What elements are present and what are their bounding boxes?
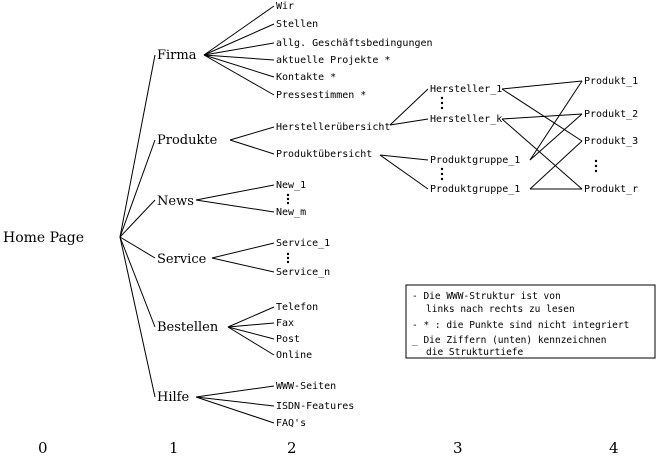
legend-line: - Die WWW-Struktur ist von xyxy=(412,291,561,302)
node-produkt-r: Produkt_r xyxy=(584,184,638,195)
node-firma-item: Kontakte * xyxy=(276,72,336,83)
node-produkt-1: Produkt_1 xyxy=(584,76,638,87)
node-service: Service xyxy=(157,252,207,267)
ellipsis-dots xyxy=(286,96,598,264)
news-connectors xyxy=(195,184,275,213)
depth-label: 0 xyxy=(38,439,48,457)
node-produkt-3: Produkt_3 xyxy=(584,136,638,147)
node-bestellen-item: Telefon xyxy=(276,302,318,313)
legend-box: - Die WWW-Struktur ist von links nach re… xyxy=(405,284,656,359)
depth-label: 4 xyxy=(609,439,619,457)
legend-line: _ Die Ziffern (unten) kennzeichnen xyxy=(412,335,606,346)
hilfe-connectors xyxy=(195,385,275,424)
node-bestellen: Bestellen xyxy=(157,320,219,335)
node-produktgruppe-b: Produktgruppe_1 xyxy=(430,184,520,195)
node-firma-item: allg. Geschäftsbedingungen xyxy=(276,38,433,49)
firma-connectors xyxy=(203,5,275,96)
node-service-item: Service_n xyxy=(276,267,330,278)
depth-label: 2 xyxy=(287,439,297,457)
node-hilfe: Hilfe xyxy=(157,390,189,405)
node-news: News xyxy=(157,194,194,209)
node-produkte: Produkte xyxy=(157,133,218,148)
legend-frame xyxy=(405,284,656,359)
node-produkt-2: Produkt_2 xyxy=(584,109,638,120)
legend-line: - * : die Punkte sind nicht integriert xyxy=(412,320,629,331)
node-hersteller-k: Hersteller_k xyxy=(430,114,502,125)
node-firma-item: aktuelle Projekte * xyxy=(276,55,390,66)
node-news-item: New_m xyxy=(276,207,306,218)
root-label: Home Page xyxy=(3,230,84,246)
node-hilfe-item: ISDN-Features xyxy=(276,401,354,412)
legend-line: die Strukturtiefe xyxy=(426,347,524,358)
node-bestellen-item: Fax xyxy=(276,318,294,329)
node-hersteller-1: Hersteller_1 xyxy=(430,84,502,95)
produkte-connectors xyxy=(229,126,275,155)
bestellen-connectors xyxy=(227,306,275,356)
level4-connectors xyxy=(501,80,583,190)
node-firma-item: Wir xyxy=(276,1,294,12)
depth-label: 3 xyxy=(453,439,463,457)
node-service-item: Service_1 xyxy=(276,238,330,249)
node-produktgruppe-a: Produktgruppe_1 xyxy=(430,155,520,166)
legend-line: links nach rechts zu lesen xyxy=(426,304,575,315)
node-firma: Firma xyxy=(157,48,197,63)
node-firma-item: Stellen xyxy=(276,19,318,30)
node-produktuebersicht: Produktübersicht xyxy=(276,149,372,160)
node-hilfe-item: FAQ's xyxy=(276,418,306,429)
node-hilfe-item: WWW-Seiten xyxy=(276,381,336,392)
node-bestellen-item: Online xyxy=(276,350,312,361)
node-firma-item: Pressestimmen * xyxy=(276,90,366,101)
node-news-item: New_1 xyxy=(276,180,306,191)
depth-label: 1 xyxy=(169,439,179,457)
node-bestellen-item: Post xyxy=(276,334,300,345)
root-connectors xyxy=(119,54,156,398)
service-connectors xyxy=(211,242,275,273)
node-herstelleruebersicht: Herstellerübersicht xyxy=(276,122,390,133)
level3-connectors xyxy=(379,88,429,190)
